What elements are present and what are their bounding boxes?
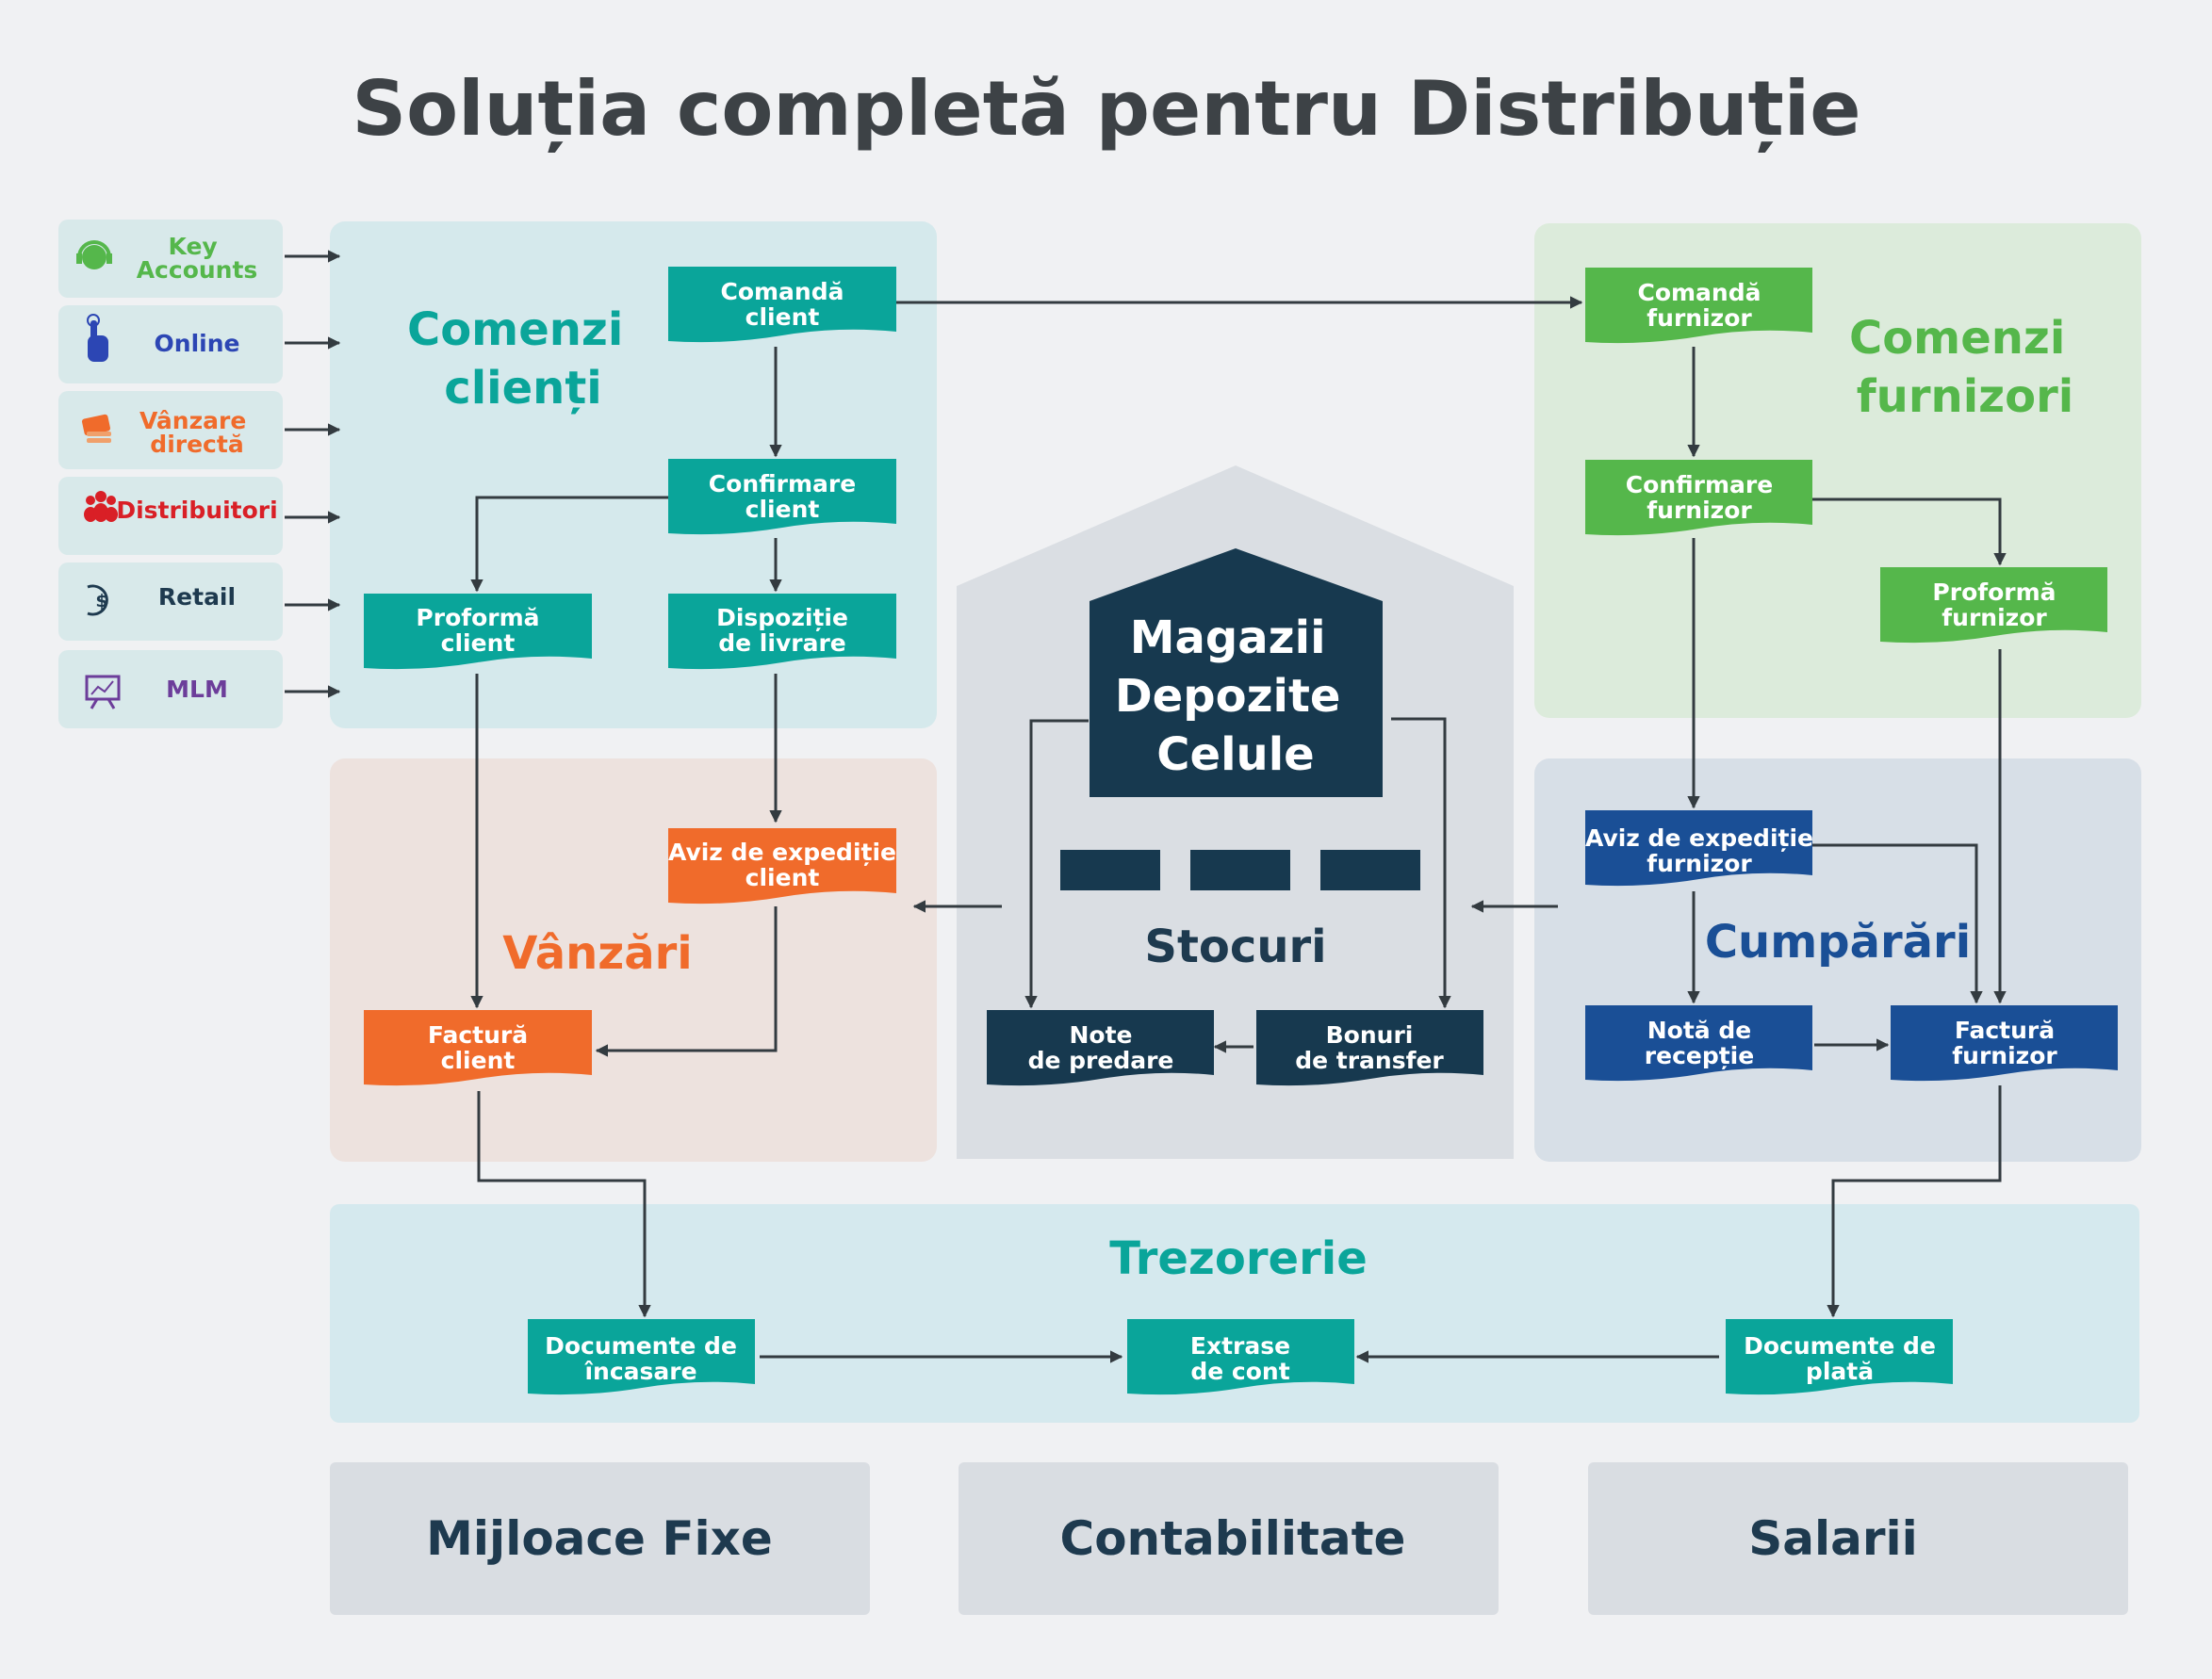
stock-shelf-block [1190, 850, 1290, 890]
stock-shelf-block [1060, 850, 1160, 890]
pointer-hand-icon [87, 314, 108, 362]
flow-arrow [477, 1091, 651, 1318]
section-comenzi-furnizori: Comenzi furnizori [1849, 312, 2081, 423]
section-vanzari: Vânzări [502, 927, 693, 980]
flow-arrow [1391, 717, 1451, 1009]
svg-text:$: $ [95, 591, 107, 611]
flow-arrow [595, 906, 778, 1057]
flow-arrow [1827, 1085, 2002, 1318]
svg-text:Retail: Retail [158, 583, 236, 611]
flow-connectors [470, 296, 2007, 1363]
channel-key-accounts[interactable]: Key Accounts [58, 220, 283, 298]
flow-arrow [1024, 719, 1089, 1009]
presentation-board-icon [85, 675, 121, 709]
warehouse-label: Magazii Depozite Celule [1115, 611, 1356, 781]
section-trezorerie: Trezorerie [1109, 1232, 1368, 1285]
svg-text:Distribuitori: Distribuitori [116, 497, 277, 524]
section-stocuri: Stocuri [1144, 921, 1326, 973]
headset-icon [76, 240, 112, 269]
stock-shelf-block [1320, 850, 1420, 890]
svg-text:MLM: MLM [166, 676, 228, 703]
svg-text:Contabilitate: Contabilitate [1060, 1511, 1406, 1566]
module-mijloace-fixe[interactable]: Mijloace Fixe [330, 1462, 870, 1615]
flow-arrow [1812, 497, 2007, 566]
page-title: Soluția completă pentru Distribuție [352, 65, 1861, 153]
svg-text:Salarii: Salarii [1748, 1511, 1918, 1566]
channel-vanzare-directa[interactable]: Vânzare directă [58, 391, 283, 469]
svg-text:Mijloace Fixe: Mijloace Fixe [426, 1511, 773, 1566]
channel-distribuitori[interactable]: Distribuitori [58, 477, 283, 555]
people-group-icon [84, 491, 118, 522]
dollar-cycle-icon: $ [87, 584, 108, 616]
flow-arrow [470, 496, 669, 593]
svg-text:Online: Online [155, 330, 240, 357]
channel-retail[interactable]: $ Retail [58, 562, 283, 641]
section-comenzi-clienti: Comenzi clienți [407, 303, 639, 415]
cash-card-icon [81, 414, 111, 443]
module-contabilitate[interactable]: Contabilitate [959, 1462, 1499, 1615]
svg-text:Vânzare directă: Vânzare directă [139, 407, 254, 458]
trezorerie-panel [330, 1204, 2139, 1423]
section-cumparari: Cumpărări [1705, 916, 1971, 969]
warehouse-block [1090, 548, 1383, 797]
svg-text:Key Accounts: Key Accounts [137, 233, 258, 284]
channel-mlm[interactable]: MLM [58, 650, 283, 728]
flow-arrow [1812, 843, 1983, 1004]
channel-online[interactable]: Online [58, 305, 283, 383]
module-salarii[interactable]: Salarii [1588, 1462, 2128, 1615]
